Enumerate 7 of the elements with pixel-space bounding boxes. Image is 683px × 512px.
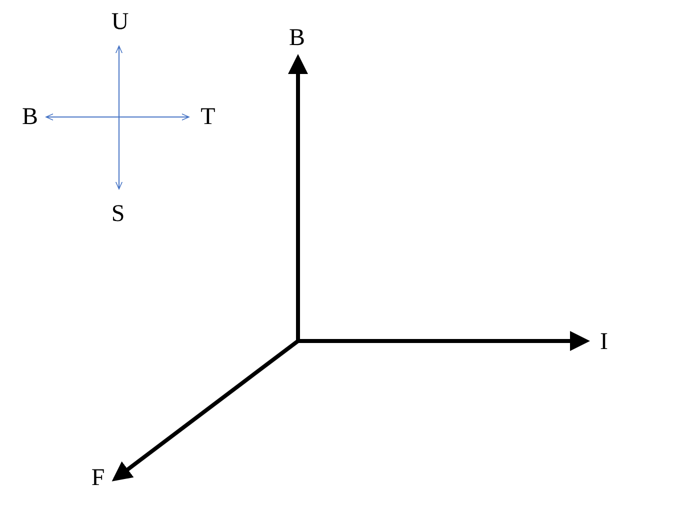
direction-label: S [111,202,125,226]
direction-label: T [200,105,216,129]
axis-label: I [600,330,608,354]
axis-label: B [289,26,305,50]
direction-label: U [111,10,129,34]
axis-label: F [91,466,105,490]
direction-label: B [22,105,38,129]
